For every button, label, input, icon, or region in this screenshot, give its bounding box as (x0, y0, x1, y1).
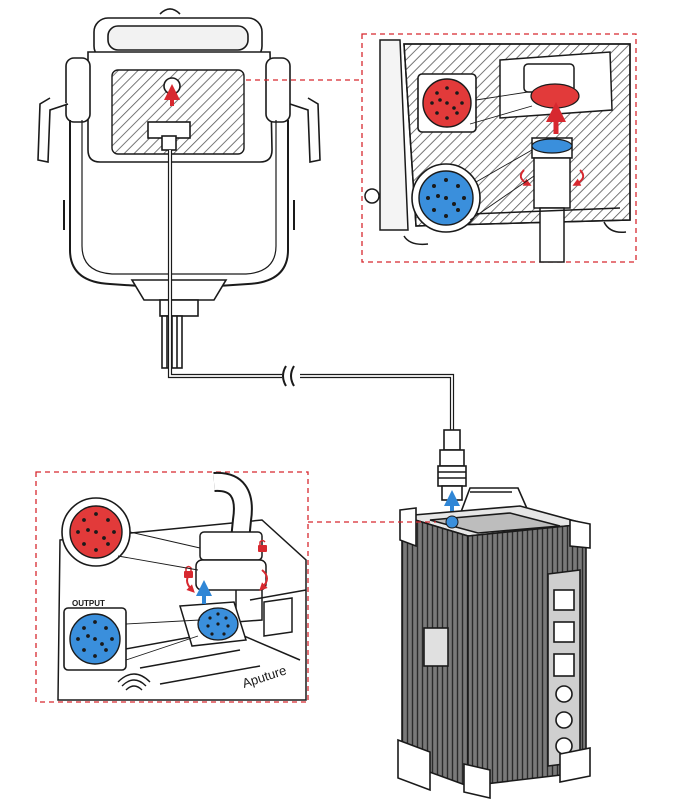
head-cable (167, 150, 455, 430)
box-side-latch (423, 627, 449, 667)
blue-plug-face-perspective (531, 138, 573, 154)
red-connector-pins-bottom (76, 512, 116, 552)
output-label: OUTPUT (72, 599, 105, 608)
box-port-5 (555, 711, 573, 729)
callout-cable-elbow (213, 473, 251, 541)
unlock-icon (258, 539, 267, 552)
box-port-1 (553, 589, 575, 611)
twist-arrow-right-bottom (259, 569, 268, 591)
callout-plug-body (533, 157, 571, 209)
callout-cable (539, 207, 565, 263)
box-foot-front-right (559, 747, 591, 783)
fixture-yoke-base (130, 279, 228, 301)
twist-arrow-left-top (519, 169, 532, 186)
blue-connector-pins-top (426, 178, 466, 218)
box-port-4 (555, 685, 573, 703)
fixture-side-knob-right (265, 57, 291, 123)
box-port-2 (553, 621, 575, 643)
box-foot-front-left (463, 762, 491, 800)
light-fixture (37, 8, 321, 369)
fixture-side-knob-left (65, 57, 91, 123)
control-box (397, 487, 591, 800)
callout-box-plug-body (195, 559, 267, 591)
fixture-input-socket (163, 77, 181, 95)
twist-arrow-right-top (572, 169, 585, 186)
fixture-handle-left (37, 97, 69, 163)
red-connector-socket-perspective (530, 83, 580, 109)
wireless-icon (117, 673, 151, 691)
detail-callout-box: OUTPUT Aputure (35, 471, 309, 703)
box-foot-left (397, 738, 431, 792)
double-slash-break-icon (282, 365, 295, 387)
fixture-top-hook (159, 8, 181, 15)
cable-plug (437, 429, 467, 501)
box-port-3 (553, 653, 575, 677)
red-connector-pins-top (430, 86, 464, 120)
detail-callout-fixture (361, 33, 637, 263)
fixture-vent-panel (111, 69, 245, 155)
blue-connector-pins-bottom (76, 620, 114, 658)
box-output-socket (445, 515, 459, 529)
fixture-handle-right (289, 97, 321, 163)
callout-box-plug-collar (199, 531, 263, 561)
